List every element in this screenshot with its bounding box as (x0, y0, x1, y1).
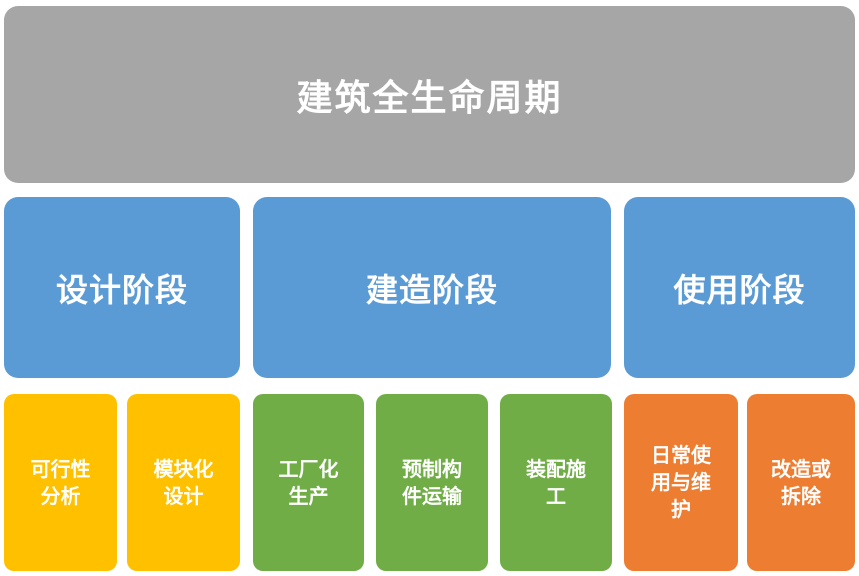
sub-box-prefab-transport: 预制构 件运输 (376, 394, 488, 571)
sub-box-feasibility-analysis: 可行性 分析 (4, 394, 117, 571)
sub-label-prefab-transport: 预制构 件运输 (402, 456, 462, 508)
sub-label-factory-production: 工厂化 生产 (278, 456, 339, 508)
sub-label-daily-use-maintenance: 日常使 用与维 护 (651, 443, 711, 521)
sub-box-factory-production: 工厂化 生产 (253, 394, 364, 571)
lifecycle-title-box: 建筑全生命周期 (4, 6, 855, 183)
sub-label-assembly-construction: 装配施 工 (526, 456, 586, 508)
sub-box-renovation-demolition: 改造或 拆除 (747, 394, 855, 571)
phase-label-design: 设计阶段 (55, 270, 188, 309)
sub-box-assembly-construction: 装配施 工 (500, 394, 612, 571)
phase-label-construction: 建造阶段 (365, 270, 498, 309)
phase-label-usage: 使用阶段 (673, 270, 806, 309)
sub-label-modular-design: 模块化 设计 (153, 456, 214, 508)
sub-label-feasibility-analysis: 可行性 分析 (30, 456, 91, 508)
phase-box-design: 设计阶段 (4, 197, 240, 378)
phase-box-usage: 使用阶段 (624, 197, 855, 378)
sub-label-renovation-demolition: 改造或 拆除 (771, 456, 831, 508)
sub-box-modular-design: 模块化 设计 (127, 394, 240, 571)
lifecycle-title: 建筑全生命周期 (296, 77, 563, 119)
sub-box-daily-use-maintenance: 日常使 用与维 护 (624, 394, 738, 571)
phase-box-construction: 建造阶段 (253, 197, 611, 378)
